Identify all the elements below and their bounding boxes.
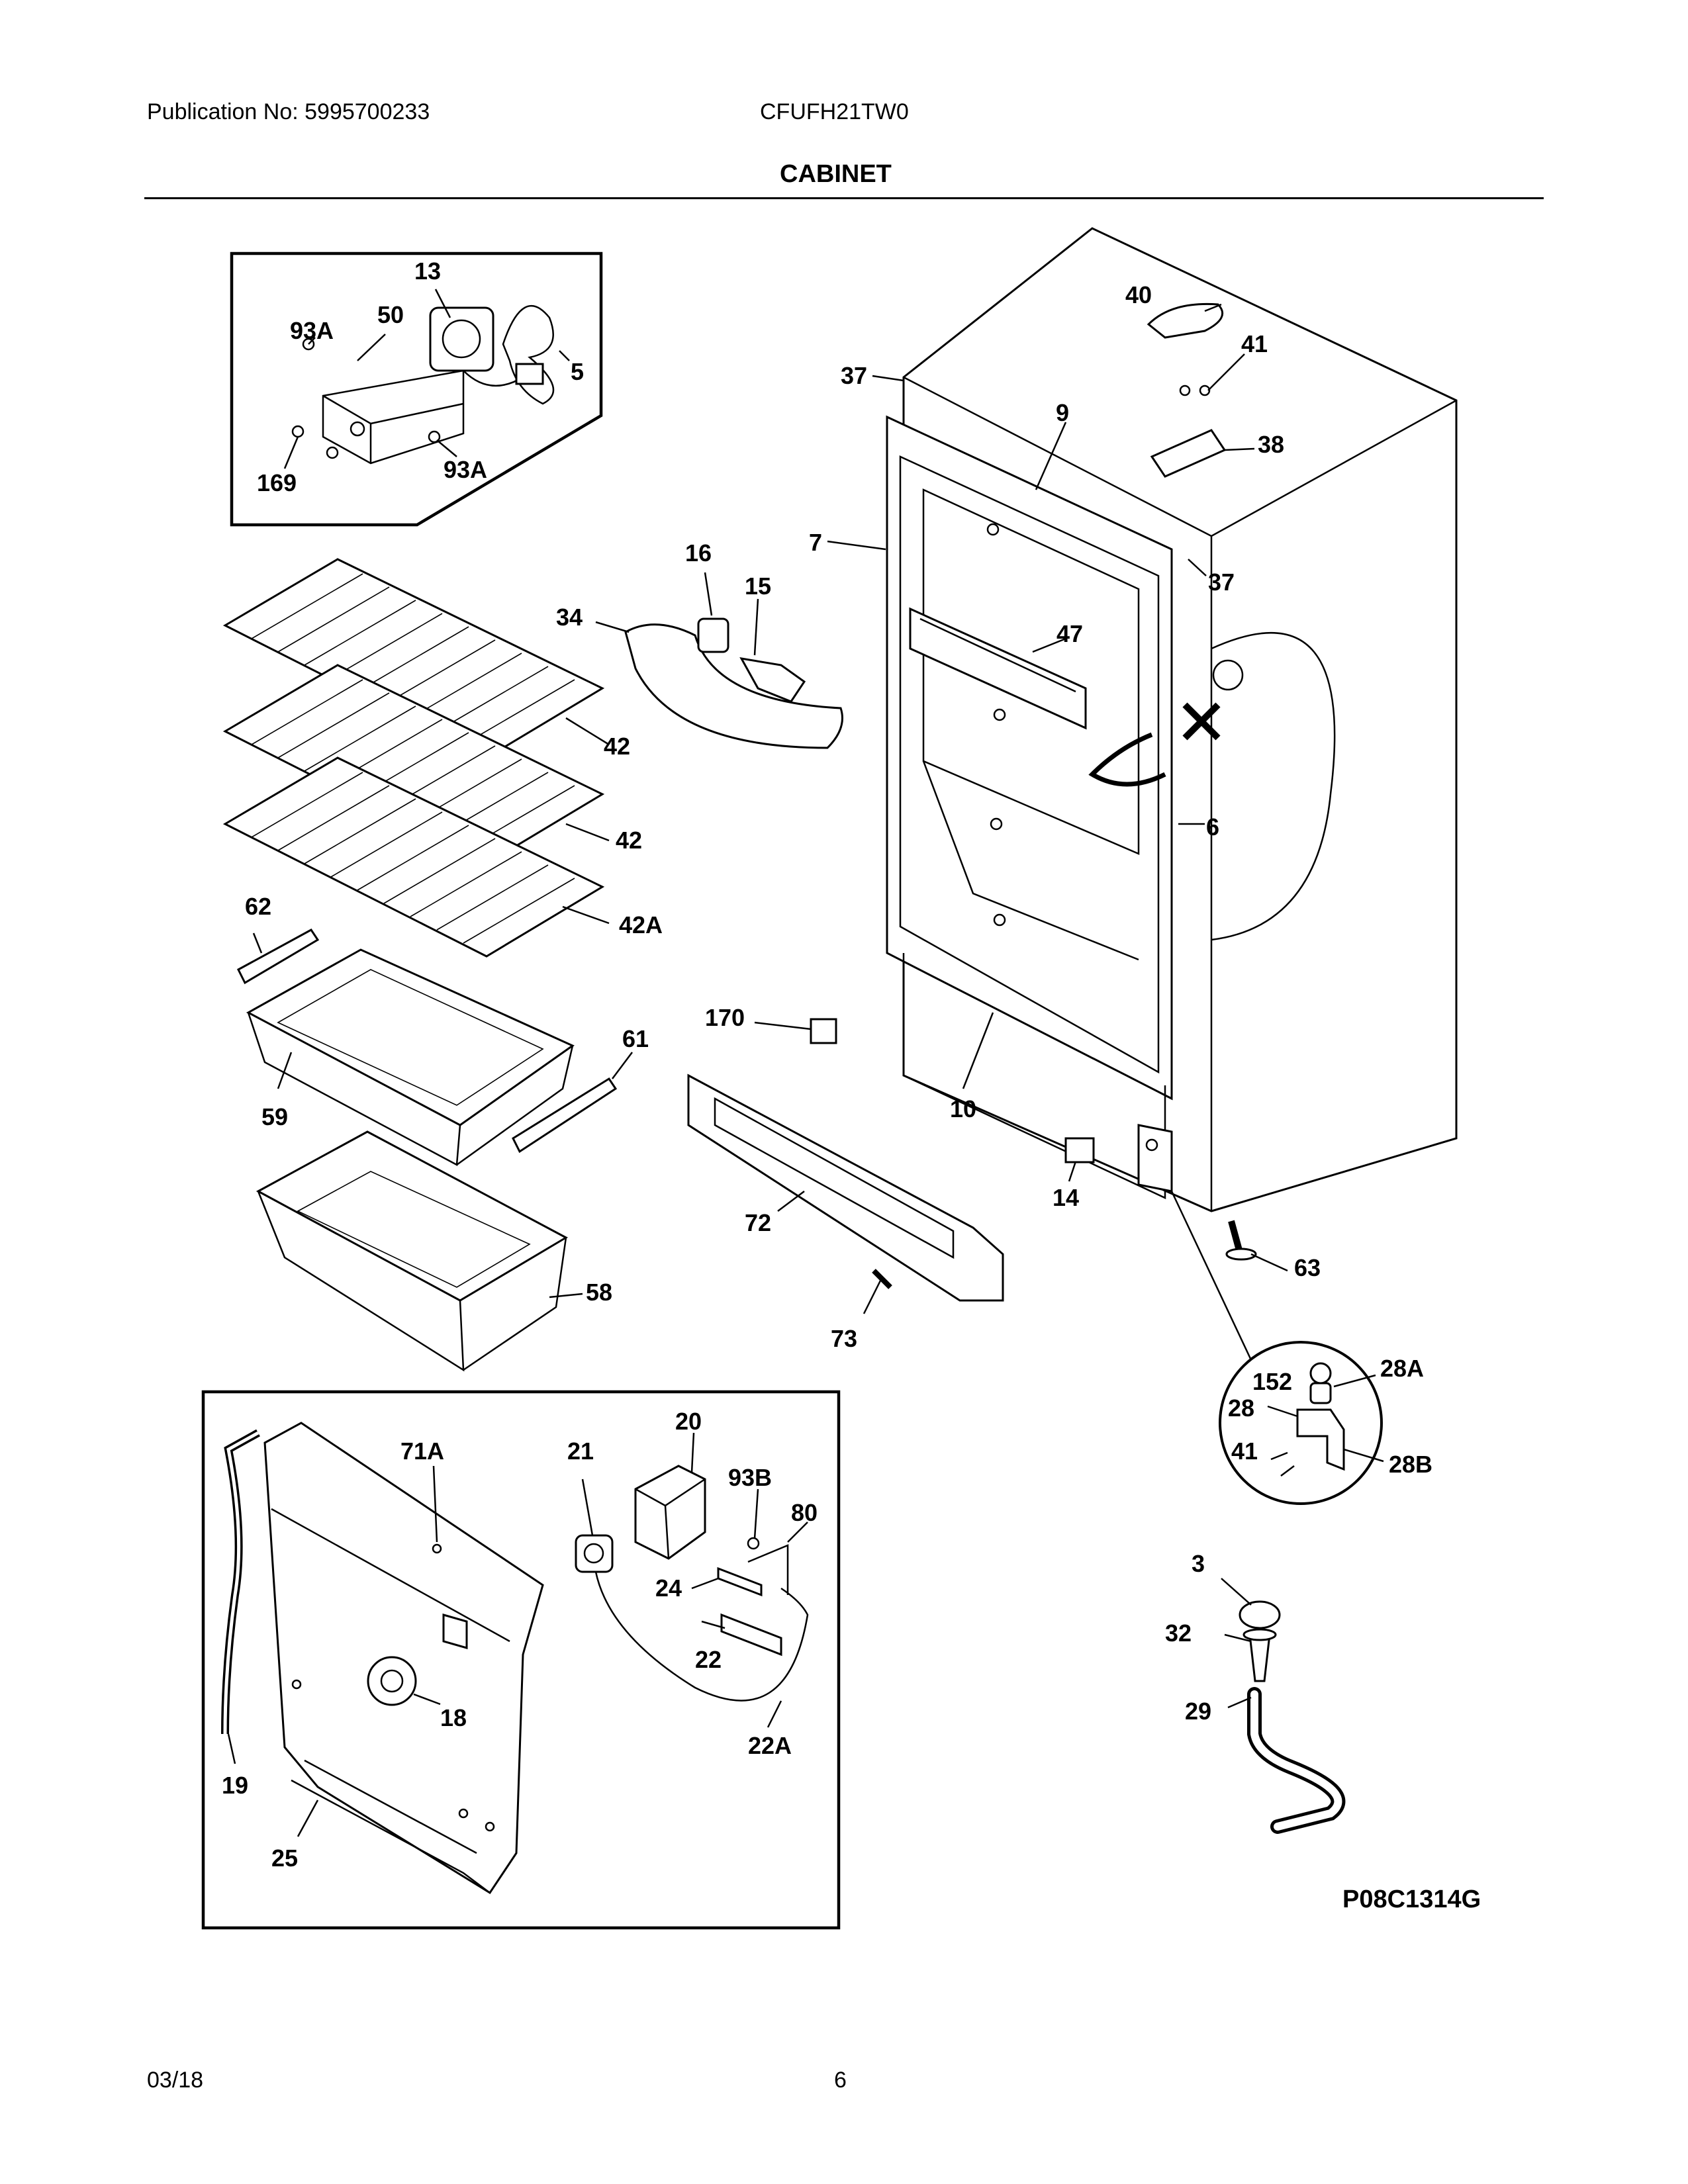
callout-73: 73 [831,1325,857,1352]
publication-number: Publication No: 5995700233 [147,99,430,124]
callout-38: 38 [1258,431,1284,458]
callout-58: 58 [586,1279,612,1306]
callout-18: 18 [440,1704,467,1731]
callout-50: 50 [377,301,404,328]
callout-40: 40 [1125,281,1152,308]
callout-21: 21 [567,1437,594,1465]
callout-6: 6 [1206,813,1219,841]
callout-19: 19 [222,1772,248,1799]
callout-13: 13 [414,257,441,285]
callout-28: 28 [1228,1394,1254,1422]
callout-170: 170 [705,1004,745,1031]
callout-37-right: 37 [1208,569,1235,596]
cabinet-body: 40 41 37 9 38 37 7 47 6 10 [809,227,1458,1212]
callout-72: 72 [745,1209,771,1236]
callout-34: 34 [556,604,583,631]
footer-date: 03/18 [147,2068,204,2093]
callout-152: 152 [1252,1368,1292,1395]
callout-41-top: 41 [1241,330,1268,357]
callout-3: 3 [1192,1550,1205,1577]
callout-59: 59 [261,1103,288,1130]
callout-80: 80 [791,1499,818,1526]
callout-28A: 28A [1380,1355,1424,1382]
bottom-hinge-detail: 152 28A 28 41 28B [1219,1341,1432,1505]
section-title: CABINET [780,160,892,188]
callout-15: 15 [745,572,771,600]
callout-16: 16 [685,539,712,567]
callout-32: 32 [1165,1619,1192,1647]
callout-41-hinge: 41 [1231,1437,1258,1465]
callout-61: 61 [622,1025,649,1052]
callout-37-top: 37 [841,362,867,389]
callout-42A: 42A [619,911,663,938]
callout-93A-top: 93A [290,317,334,344]
fan-motor-inset: 13 50 93A 5 169 93A [230,251,603,527]
model-number: CFUFH21TW0 [760,99,909,124]
header-rule [144,197,1544,199]
callout-22A: 22A [748,1732,792,1759]
diagram-code: P08C1314G [1342,1886,1481,1913]
callout-10: 10 [950,1095,976,1122]
callout-71A: 71A [400,1437,444,1465]
light-assembly: 16 15 34 [556,539,843,749]
callout-42-a: 42 [604,733,630,760]
toe-grille-and-switches: 170 72 73 14 63 [687,1004,1321,1361]
callout-20: 20 [675,1408,702,1435]
callout-9: 9 [1056,399,1069,426]
callout-169: 169 [257,469,297,496]
drain-parts: 3 32 29 [1165,1550,1346,1834]
callout-93A-bottom: 93A [444,456,487,483]
evaporator-cover-inset: 20 71A 21 93B 80 24 22 18 22A 19 25 [201,1390,841,1930]
callout-24: 24 [655,1574,682,1602]
callout-29: 29 [1185,1698,1211,1725]
callout-63: 63 [1294,1254,1321,1281]
callout-14: 14 [1053,1184,1079,1211]
page-number: 6 [834,2068,847,2093]
callout-42-b: 42 [616,827,642,854]
callout-93B: 93B [728,1464,772,1491]
callout-25: 25 [271,1844,298,1872]
callout-22: 22 [695,1646,722,1673]
callout-62: 62 [245,893,271,920]
baskets: 62 61 59 58 [237,893,649,1372]
callout-5: 5 [571,358,584,385]
callout-47: 47 [1056,620,1083,647]
callout-7: 7 [809,529,822,556]
callout-28B: 28B [1389,1451,1432,1478]
wire-shelves: 42 42 42A [222,558,663,958]
